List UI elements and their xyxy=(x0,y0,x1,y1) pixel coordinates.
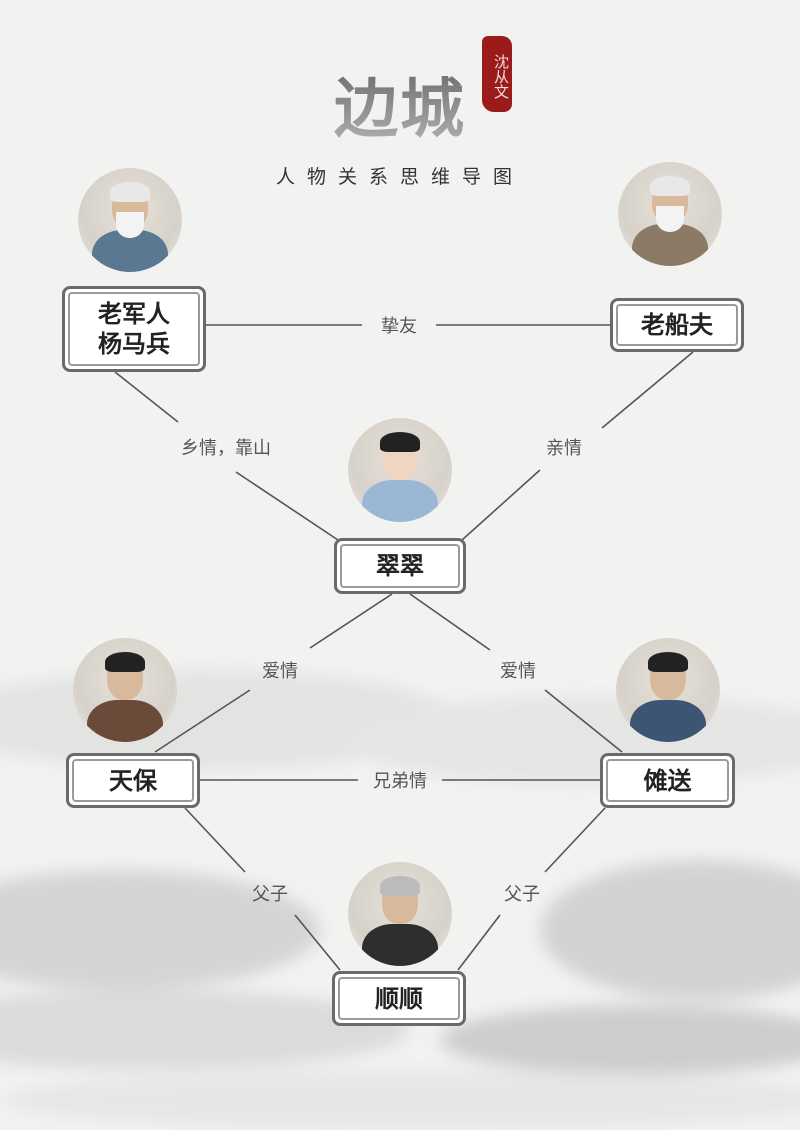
node-label-line2: 杨马兵 xyxy=(98,330,170,358)
node-label: 天保 xyxy=(72,759,194,802)
line-nuosong-shunshun-b xyxy=(457,914,501,971)
line-cuicui-tianbao-b xyxy=(154,689,251,753)
portrait-shunshun xyxy=(348,862,452,966)
line-yang-cuicui-a xyxy=(114,371,179,423)
author-seal: 沈从文 xyxy=(482,36,512,112)
portrait-nuosong xyxy=(616,638,720,742)
relation-label-love-tianbao: 爱情 xyxy=(262,661,298,682)
node-cuicui[interactable]: 翠翠 xyxy=(334,538,466,594)
line-cuicui-nuosong-a xyxy=(409,593,491,651)
node-label: 傩送 xyxy=(606,759,729,802)
relation-label-family: 亲情 xyxy=(546,438,582,459)
portrait-tianbao xyxy=(73,638,177,742)
node-nuosong[interactable]: 傩送 xyxy=(600,753,735,808)
line-tianbao-shunshun-b xyxy=(294,914,341,971)
relation-label-love-nuosong: 爱情 xyxy=(500,661,536,682)
node-tianbao[interactable]: 天保 xyxy=(66,753,200,808)
subtitle: 人物关系思维导图 xyxy=(275,166,524,188)
line-nuosong-shunshun-a xyxy=(544,807,606,873)
node-label: 老船夫 xyxy=(616,304,738,346)
portrait-cuicui xyxy=(348,418,452,522)
portrait-yang-mabing xyxy=(78,168,182,272)
relation-label-hometown: 乡情，靠山 xyxy=(181,438,271,459)
node-old-ferryman[interactable]: 老船夫 xyxy=(610,298,744,352)
node-label-line1: 老军人 xyxy=(98,300,170,328)
line-ferryman-cuicui-b xyxy=(461,469,541,541)
line-cuicui-tianbao-a xyxy=(309,593,393,649)
line-tianbao-shunshun-a xyxy=(184,807,246,873)
relation-label-brothers: 兄弟情 xyxy=(373,771,427,792)
node-shunshun[interactable]: 顺顺 xyxy=(332,971,466,1026)
node-label: 顺顺 xyxy=(338,977,460,1020)
portrait-old-ferryman xyxy=(618,162,722,266)
node-yang-mabing[interactable]: 老军人杨马兵 xyxy=(62,286,206,372)
relation-label-father-son-tianbao: 父子 xyxy=(252,884,288,905)
relation-label-friends: 挚友 xyxy=(381,316,417,337)
title: 边城 xyxy=(320,70,480,150)
relation-label-father-son-nuosong: 父子 xyxy=(504,884,540,905)
line-yang-cuicui-b xyxy=(235,471,339,541)
line-cuicui-nuosong-b xyxy=(544,689,623,753)
line-ferryman-cuicui-a xyxy=(601,351,694,429)
node-label: 翠翠 xyxy=(340,544,460,588)
